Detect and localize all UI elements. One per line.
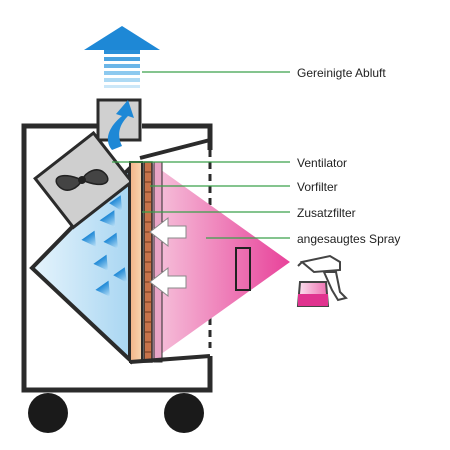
curved-up-arrow-icon (107, 100, 134, 150)
inflow-arrow-top (149, 216, 187, 248)
wheel-icon (28, 393, 68, 433)
spray-label: angesaugtes Spray (297, 232, 401, 246)
spray-bottle-icon (296, 254, 348, 307)
leader-lines (112, 71, 290, 239)
extra-filter (129, 161, 143, 363)
airflow-arrows (81, 195, 128, 297)
spray-zone (150, 162, 290, 362)
top-slope (139, 138, 211, 160)
up-arrow-icon (84, 26, 160, 88)
prefilter-label: Vorfilter (297, 180, 338, 194)
extra-filter-label: Zusatzfilter (297, 206, 356, 220)
fan-label: Ventilator (297, 156, 348, 170)
inflow-arrow-bottom (149, 266, 187, 298)
bottom-slope (129, 354, 211, 364)
wheel-icon (164, 393, 204, 433)
spray-particle (235, 247, 251, 291)
exhaust-label: Gereinigte Abluft (297, 66, 386, 80)
fan-icon (55, 169, 109, 191)
back-filter (153, 161, 163, 363)
